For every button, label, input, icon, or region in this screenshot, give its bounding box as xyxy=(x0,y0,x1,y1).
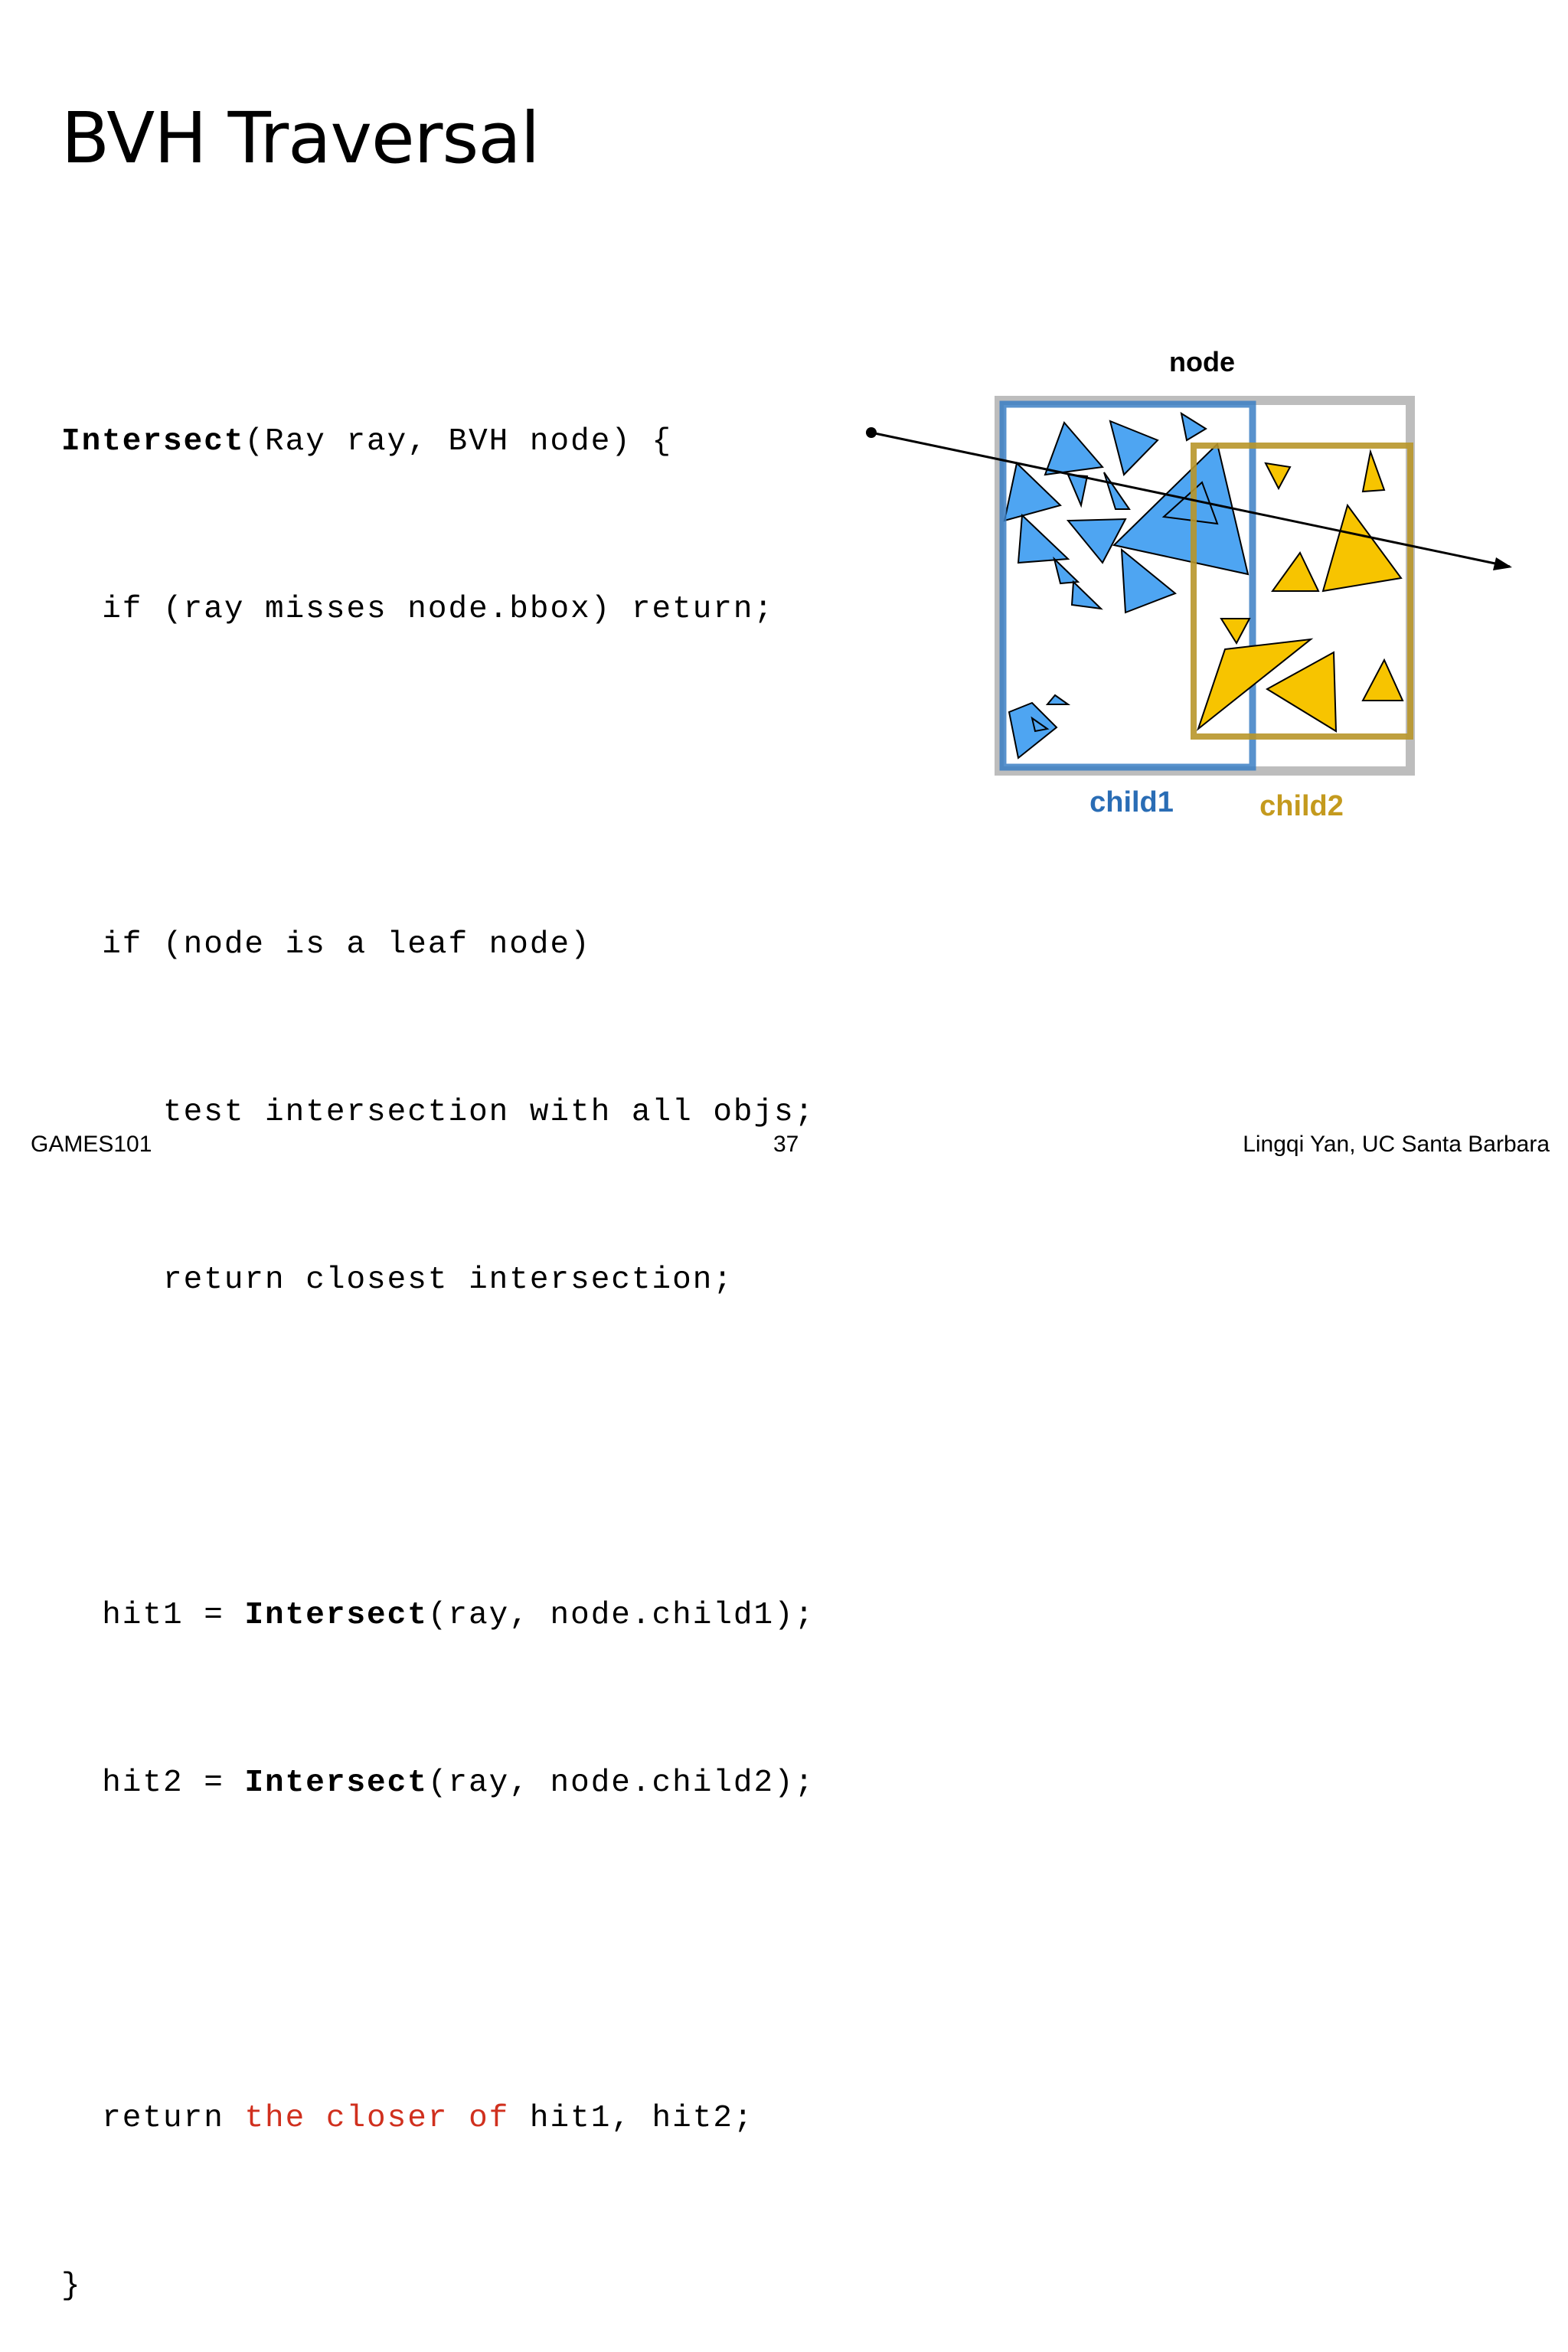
node-label: node xyxy=(1169,346,1235,377)
code-line-9: hit2 = Intersect(ray, node.child2); xyxy=(61,1766,815,1801)
slide-title: BVH Traversal xyxy=(61,97,540,179)
function-name: Intersect xyxy=(244,1766,428,1801)
code-line-11: return the closer of hit1, hit2; xyxy=(61,2101,754,2136)
code-line-4: if (node is a leaf node) xyxy=(61,927,591,962)
code-line-1: Intersect(Ray ray, BVH node) { xyxy=(61,424,673,459)
ray-arrowhead xyxy=(1493,557,1512,570)
child2-triangles xyxy=(1196,449,1404,733)
page-number: 37 xyxy=(773,1132,799,1157)
child1-triangles xyxy=(1003,411,1250,760)
code-line-5: test intersection with all objs; xyxy=(61,1095,815,1130)
code-line-3 xyxy=(61,750,815,805)
code-line-6: return closest intersection; xyxy=(61,1263,733,1298)
pseudocode-block: Intersect(Ray ray, BVH node) { if (ray m… xyxy=(61,302,815,2352)
ray-origin-dot xyxy=(866,427,877,438)
code-line-8: hit1 = Intersect(ray, node.child1); xyxy=(61,1598,815,1633)
function-name: Intersect xyxy=(61,424,245,459)
code-line-12: } xyxy=(61,2269,82,2304)
function-name: Intersect xyxy=(244,1598,428,1633)
child2-label: child2 xyxy=(1259,790,1344,822)
highlighted-text: the closer of xyxy=(244,2101,510,2136)
child1-label: child1 xyxy=(1089,786,1174,818)
code-line-2: if (ray misses node.bbox) return; xyxy=(61,592,775,627)
footer-author: Lingqi Yan, UC Santa Barbara xyxy=(1243,1132,1550,1157)
code-line-7 xyxy=(61,1420,815,1476)
code-line-10 xyxy=(61,1923,815,1979)
bvh-diagram: node child1 child xyxy=(866,346,1512,822)
ray-line xyxy=(871,431,1511,568)
footer-course: GAMES101 xyxy=(31,1132,152,1157)
child1-bbox xyxy=(999,400,1256,771)
child2-bbox xyxy=(1191,443,1413,740)
